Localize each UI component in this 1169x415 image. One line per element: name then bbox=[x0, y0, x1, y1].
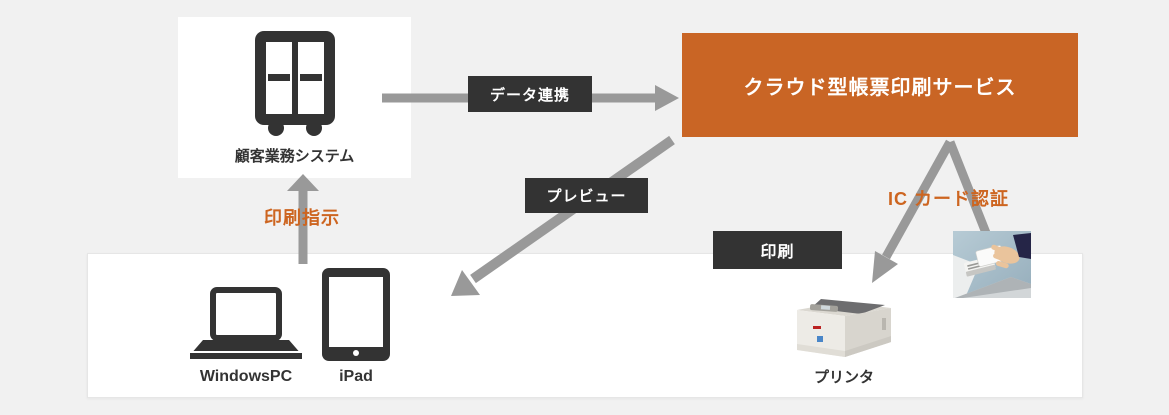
laptop-icon bbox=[190, 287, 302, 359]
print-badge-label: 印刷 bbox=[760, 244, 795, 261]
cloud-service-label: クラウド型帳票印刷サービス bbox=[743, 76, 1017, 99]
server-cabinet-icon bbox=[254, 31, 335, 136]
device-pc: WindowsPC bbox=[190, 287, 302, 386]
device-printer: プリンタ bbox=[783, 274, 905, 387]
ic-auth-label: IC カード認証 bbox=[888, 189, 1010, 209]
printer-label: プリンタ bbox=[813, 369, 874, 386]
system-label: 顧客業務システム bbox=[234, 148, 355, 165]
cloud-service-box: クラウド型帳票印刷サービス bbox=[682, 33, 1078, 137]
data-link-badge: データ連携 bbox=[468, 76, 592, 112]
preview-badge: プレビュー bbox=[525, 178, 648, 213]
print-instruction-label: 印刷指示 bbox=[264, 208, 340, 228]
print-badge: 印刷 bbox=[713, 231, 842, 269]
ic-card-reader-image bbox=[953, 231, 1031, 298]
tablet-icon bbox=[322, 268, 390, 361]
windowspc-label: WindowsPC bbox=[199, 368, 293, 385]
printer-image bbox=[797, 299, 891, 357]
system-node: 顧客業務システム bbox=[178, 17, 411, 178]
ipad-label: iPad bbox=[339, 368, 373, 385]
device-ipad: iPad bbox=[322, 268, 390, 386]
preview-badge-label: プレビュー bbox=[546, 188, 627, 205]
data-link-badge-label: データ連携 bbox=[489, 86, 570, 104]
